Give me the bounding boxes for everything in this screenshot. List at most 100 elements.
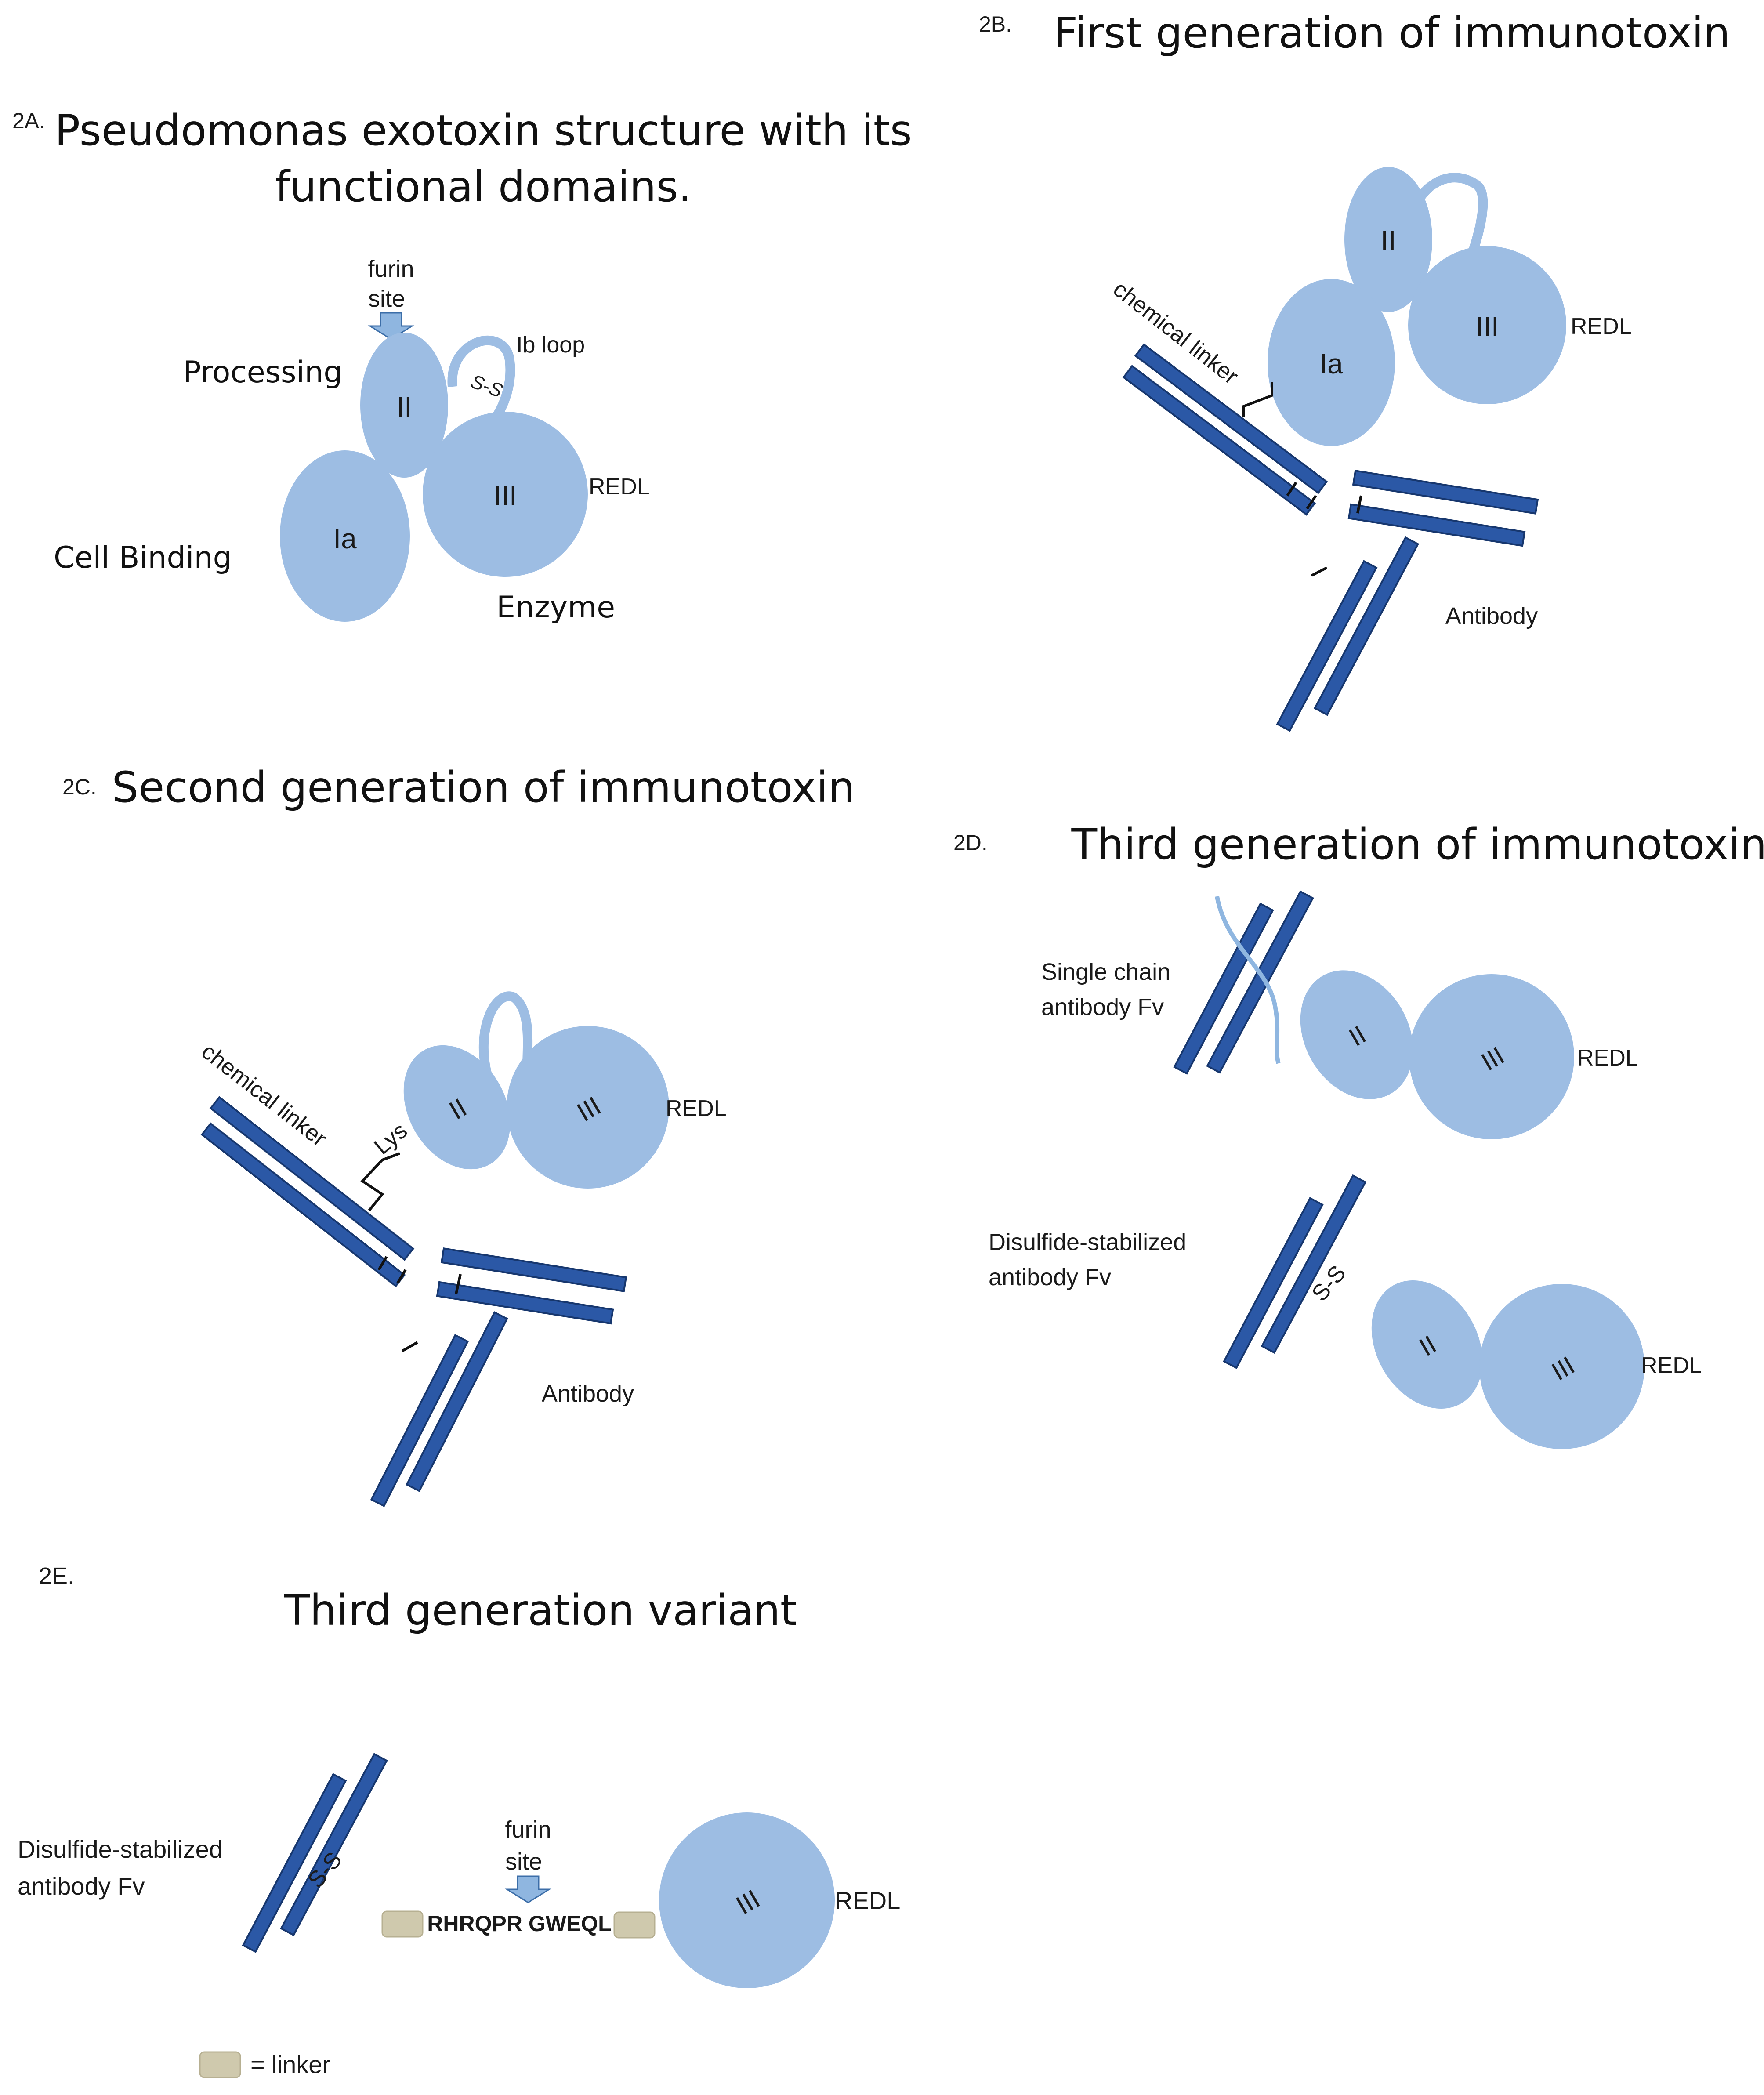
domain-ii	[360, 333, 448, 478]
panel-2c-title: Second generation of immunotoxin	[112, 763, 855, 812]
ib-loop-shape	[447, 335, 515, 425]
dsfv-label-line1: Disulfide-stabilized	[989, 1229, 1186, 1255]
furin-label-line2: site	[505, 1849, 542, 1875]
panel-2e: 2E. Third generation variant Disulfide-s…	[18, 1563, 900, 2078]
dsfv-label-line2: antibody Fv	[989, 1264, 1111, 1290]
ss-bond-label: S-S	[468, 370, 506, 402]
domain-iii	[423, 412, 588, 577]
domain-iii-label: III	[1475, 311, 1499, 342]
linker-box-left	[381, 1910, 424, 1938]
antibody-arm-right-lower	[436, 1281, 614, 1325]
redl-label: REDL	[589, 474, 650, 500]
dsfv-label-line1: Disulfide-stabilized	[18, 1835, 223, 1863]
scfv-chain-left	[1173, 903, 1274, 1075]
domain-ia	[1268, 279, 1395, 446]
panel-2a-tag: 2A.	[12, 109, 45, 133]
redl-label: REDL	[666, 1096, 727, 1121]
disulfide-tick	[401, 1341, 418, 1352]
panel-2d: 2D. Third generation of immunotoxin Sing…	[953, 820, 1764, 1449]
processing-label: Processing	[183, 355, 342, 390]
legend-linker-swatch	[199, 2051, 241, 2078]
cell-binding-label: Cell Binding	[54, 540, 232, 575]
antibody-arm-right-upper	[1352, 470, 1539, 515]
antibody	[200, 1096, 627, 1508]
antibody-stem-right	[406, 1311, 508, 1492]
antibody-heavy-chain-upper	[209, 1096, 415, 1261]
panel-2b: 2B. First generation of immunotoxin II I…	[979, 8, 1730, 732]
antibody-light-chain-upper	[1122, 365, 1316, 516]
domain-ia-label: Ia	[1319, 348, 1343, 380]
ib-loop-shape	[1405, 173, 1488, 257]
panel-2d-title: Third generation of immunotoxin	[1071, 820, 1764, 869]
enzyme-label: Enzyme	[496, 590, 615, 625]
domain-iii	[507, 1026, 669, 1189]
furin-label-line2: site	[368, 286, 405, 312]
lys-label: Lys	[369, 1118, 412, 1160]
dsfv-chain-left	[1223, 1197, 1324, 1369]
domain-ii	[1344, 167, 1432, 312]
panel-2b-title: First generation of immunotoxin	[1054, 8, 1730, 58]
furin-arrow-icon	[504, 1875, 552, 1903]
ib-loop-label: Ib loop	[516, 332, 585, 358]
panel-2d-tag: 2D.	[953, 830, 988, 855]
panel-2a-title-line2: functional domains.	[275, 162, 692, 211]
antibody-heavy-chain-upper	[1134, 343, 1328, 494]
disulfide-tick	[1356, 495, 1362, 514]
scfv-peptide-linker	[1215, 896, 1281, 1064]
domain-ia-label: Ia	[333, 523, 357, 555]
legend-linker-label: = linker	[250, 2051, 330, 2078]
disulfide-tick	[377, 1256, 388, 1271]
disulfide-tick	[396, 1269, 407, 1284]
domain-iii	[1408, 246, 1566, 404]
domain-ii-label: II	[1380, 225, 1396, 257]
domain-ii-label: II	[396, 391, 412, 423]
furin-arrow-icon	[367, 312, 415, 340]
antibody-label: Antibody	[1445, 603, 1538, 629]
panel-2e-tag: 2E.	[39, 1563, 74, 1589]
domain-iii-label: III	[493, 480, 517, 511]
panel-2b-tag: 2B.	[979, 12, 1012, 36]
dsfv-label-line2: antibody Fv	[18, 1872, 145, 1900]
antibody-arm-right-upper	[440, 1247, 627, 1292]
domain-ii	[1371, 1280, 1483, 1409]
domain-iii	[1409, 974, 1574, 1139]
domain-ia	[280, 450, 410, 622]
antibody	[1122, 343, 1539, 732]
dsfv-chain-right	[280, 1753, 388, 1936]
redl-label: REDL	[835, 1887, 900, 1914]
domain-iii	[659, 1812, 835, 1988]
panel-2a-title-line1: Pseudomonas exotoxin structure with its	[54, 106, 912, 155]
disulfide-stabilized-fv: S-S	[242, 1753, 388, 1953]
furin-cleavage-sequence: RHRQPR GWEQL	[427, 1911, 611, 1936]
redl-label: REDL	[1641, 1353, 1702, 1378]
panel-2c: 2C. Second generation of immunotoxin II …	[62, 763, 855, 1508]
antibody-arm-right-lower	[1347, 503, 1526, 547]
disulfide-stabilized-fv: S-S	[1223, 1174, 1367, 1369]
panel-2a: 2A. Pseudomonas exotoxin structure with …	[12, 106, 912, 625]
linker-box-right	[613, 1911, 656, 1939]
disulfide-tick	[1286, 482, 1297, 497]
disulfide-tick	[1311, 566, 1328, 577]
furin-label-line1: furin	[505, 1816, 551, 1843]
panel-2c-tag: 2C.	[62, 775, 97, 799]
disulfide-tick	[455, 1274, 462, 1294]
furin-label-line1: furin	[368, 256, 414, 282]
redl-label: REDL	[1577, 1045, 1638, 1071]
scfv-label-line2: antibody Fv	[1041, 994, 1164, 1020]
single-chain-fv	[1173, 890, 1314, 1075]
antibody-stem-left	[1276, 560, 1378, 732]
scfv-label-line1: Single chain	[1041, 959, 1170, 985]
antibody-stem-right	[1313, 536, 1420, 716]
dsfv-chain-right	[1261, 1174, 1367, 1354]
domain-ii	[1300, 970, 1413, 1099]
antibody-stem-left	[370, 1334, 469, 1508]
disulfide-tick	[1306, 495, 1317, 510]
ib-loop-shape	[478, 991, 533, 1078]
antibody-label: Antibody	[542, 1381, 634, 1407]
chemical-linker-wire	[360, 1152, 401, 1211]
chemical-linker-wire	[1242, 382, 1273, 417]
panel-2e-title: Third generation variant	[283, 1586, 797, 1635]
dsfv-chain-left	[242, 1773, 347, 1953]
domain-iii	[1479, 1284, 1644, 1449]
